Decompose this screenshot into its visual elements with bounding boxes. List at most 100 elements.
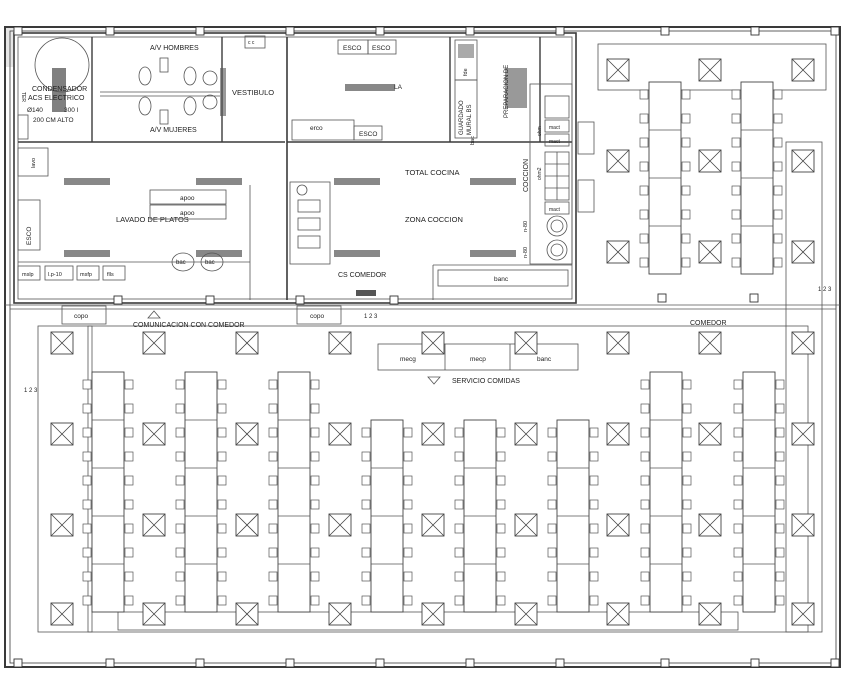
light-cross bbox=[606, 58, 630, 82]
chair bbox=[454, 571, 464, 582]
chair bbox=[496, 595, 506, 606]
column bbox=[113, 295, 123, 305]
column bbox=[295, 295, 305, 305]
chair bbox=[773, 185, 783, 196]
light-cross bbox=[328, 602, 352, 626]
chair bbox=[682, 427, 692, 438]
chair bbox=[310, 451, 320, 462]
lp10-label: l.p-10 bbox=[48, 272, 62, 278]
column bbox=[555, 26, 565, 36]
n80-b-label: n-80 bbox=[523, 247, 529, 258]
chair bbox=[175, 403, 185, 414]
chair bbox=[589, 547, 599, 558]
light-cross bbox=[791, 149, 815, 173]
chair bbox=[496, 499, 506, 510]
column bbox=[105, 658, 115, 668]
column bbox=[465, 658, 475, 668]
light-cross bbox=[514, 513, 538, 537]
bac-1-label: bac bbox=[176, 260, 186, 266]
chair bbox=[682, 451, 692, 462]
chair bbox=[403, 547, 413, 558]
chair bbox=[731, 185, 741, 196]
light-cross bbox=[698, 513, 722, 537]
chair bbox=[640, 403, 650, 414]
chair bbox=[639, 185, 649, 196]
chair bbox=[454, 547, 464, 558]
column bbox=[555, 658, 565, 668]
light-cross bbox=[698, 58, 722, 82]
light-cross bbox=[50, 422, 74, 446]
light-cross bbox=[791, 331, 815, 355]
chair bbox=[733, 403, 743, 414]
column bbox=[465, 26, 475, 36]
light-cross bbox=[514, 331, 538, 355]
chair bbox=[682, 499, 692, 510]
chair bbox=[731, 113, 741, 124]
column bbox=[195, 26, 205, 36]
chair bbox=[124, 499, 134, 510]
mact-2-label: mact bbox=[549, 139, 560, 145]
table bbox=[649, 371, 683, 613]
column bbox=[13, 26, 23, 36]
chair bbox=[682, 571, 692, 582]
chair bbox=[217, 595, 227, 606]
light-cross bbox=[142, 602, 166, 626]
chair bbox=[773, 89, 783, 100]
light-cross bbox=[606, 422, 630, 446]
chair bbox=[82, 499, 92, 510]
light-cross bbox=[514, 422, 538, 446]
chair bbox=[496, 523, 506, 534]
column bbox=[195, 658, 205, 668]
chair bbox=[733, 427, 743, 438]
chair bbox=[268, 379, 278, 390]
mecg-label: mecg bbox=[400, 356, 416, 363]
chair bbox=[773, 113, 783, 124]
chair bbox=[731, 137, 741, 148]
chair bbox=[681, 233, 691, 244]
esco-2-label: ESCO bbox=[372, 45, 390, 52]
mecp-label: mecp bbox=[470, 356, 486, 363]
light-cross bbox=[606, 149, 630, 173]
column bbox=[375, 658, 385, 668]
coccion-label: COCCION bbox=[523, 159, 530, 192]
msfp-label: msfp bbox=[80, 272, 92, 278]
chair bbox=[124, 571, 134, 582]
copo-1-label: copo bbox=[74, 313, 88, 320]
chair bbox=[403, 595, 413, 606]
comedor-label: COMEDOR bbox=[690, 320, 727, 327]
chair bbox=[733, 523, 743, 534]
chair bbox=[82, 403, 92, 414]
vestibulo-label: VESTIBULO bbox=[232, 88, 274, 97]
chair bbox=[639, 161, 649, 172]
chair bbox=[589, 499, 599, 510]
la-label: LA bbox=[394, 84, 403, 91]
light-cross bbox=[50, 602, 74, 626]
chair bbox=[124, 475, 134, 486]
chair bbox=[268, 403, 278, 414]
light-cross bbox=[791, 422, 815, 446]
light-cross bbox=[698, 602, 722, 626]
chair bbox=[175, 475, 185, 486]
chair bbox=[124, 547, 134, 558]
chair bbox=[124, 403, 134, 414]
acs-vol-label: 300 l bbox=[64, 107, 79, 114]
table bbox=[277, 371, 311, 613]
chair bbox=[217, 523, 227, 534]
chair bbox=[217, 379, 227, 390]
chair bbox=[775, 499, 785, 510]
chair bbox=[733, 595, 743, 606]
light-cross bbox=[328, 422, 352, 446]
chair bbox=[639, 137, 649, 148]
mact-3-label: mact bbox=[549, 207, 560, 213]
preparacion-label: PREPARACION DE bbox=[504, 65, 510, 118]
chair bbox=[217, 451, 227, 462]
column bbox=[285, 26, 295, 36]
chair bbox=[733, 475, 743, 486]
comunicacion-label: COMUNICACION CON COMEDOR bbox=[133, 322, 245, 329]
chair bbox=[682, 595, 692, 606]
chair bbox=[731, 161, 741, 172]
chair bbox=[547, 451, 557, 462]
chair bbox=[268, 499, 278, 510]
chair bbox=[268, 475, 278, 486]
